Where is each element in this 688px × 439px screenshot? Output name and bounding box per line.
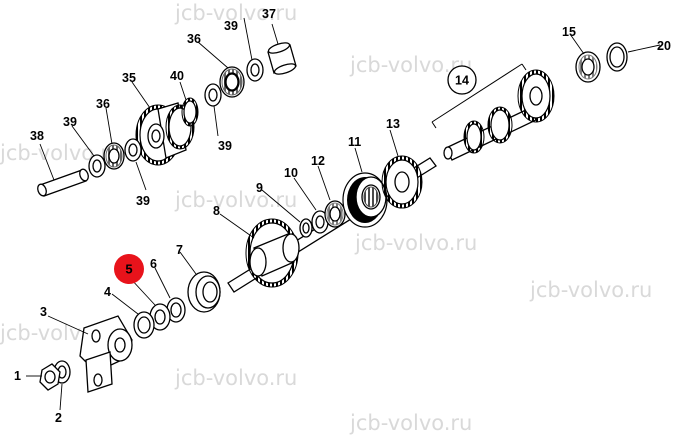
label-12[interactable]: 12 xyxy=(311,154,325,168)
selected-part-marker[interactable] xyxy=(114,254,144,284)
part-39-washer[interactable] xyxy=(124,138,142,162)
part-39-washer[interactable] xyxy=(88,154,106,178)
label-40[interactable]: 40 xyxy=(170,69,184,83)
watermark: jcb-volvo.ru xyxy=(174,188,297,212)
label-3[interactable]: 3 xyxy=(40,305,47,319)
part-9-washer[interactable] xyxy=(299,218,313,238)
part-11-synchro-hub[interactable] xyxy=(342,172,388,228)
watermark: jcb-volvo.ru xyxy=(354,231,477,255)
part-20-ring[interactable] xyxy=(606,42,628,72)
label-7[interactable]: 7 xyxy=(176,243,183,257)
label-20[interactable]: 20 xyxy=(657,39,671,53)
label-36[interactable]: 36 xyxy=(187,32,201,46)
watermark: jcb-volvo.ru xyxy=(349,411,472,435)
leader-lines xyxy=(26,17,661,411)
part-39-washer[interactable] xyxy=(204,83,222,107)
part-40-small-gear[interactable] xyxy=(181,97,199,127)
part-36-needle-bearing[interactable] xyxy=(219,66,245,98)
selected-part-label: 5 xyxy=(125,262,132,277)
part-14-output-shaft[interactable] xyxy=(443,69,555,161)
label-9[interactable]: 9 xyxy=(256,181,263,195)
label-39[interactable]: 39 xyxy=(224,19,238,33)
label-15[interactable]: 15 xyxy=(562,25,576,39)
label-2[interactable]: 2 xyxy=(55,411,62,425)
part-38-pin[interactable] xyxy=(36,168,90,197)
part-5-seal[interactable] xyxy=(149,303,171,331)
label-14: 14 xyxy=(455,74,469,88)
part-10-ring[interactable] xyxy=(311,210,329,234)
part-37-bushing[interactable] xyxy=(267,41,297,76)
label-39[interactable]: 39 xyxy=(136,194,150,208)
label-10[interactable]: 10 xyxy=(284,166,298,180)
part-6-ring[interactable] xyxy=(166,297,186,323)
watermark: jcb-volvo.ru xyxy=(174,1,297,25)
part-labels: 37 39 36 35 40 36 39 38 39 39 15 20 13 1… xyxy=(14,7,671,425)
part-1-nut[interactable] xyxy=(39,363,61,391)
part-8-gear[interactable] xyxy=(245,218,300,288)
part-13-gear[interactable] xyxy=(381,155,423,209)
watermark: jcb-volvo.ru xyxy=(174,366,297,390)
part-39-washer[interactable] xyxy=(246,58,264,82)
label-11[interactable]: 11 xyxy=(348,135,361,149)
part-3-yoke-flange[interactable] xyxy=(79,315,133,393)
label-39[interactable]: 39 xyxy=(63,115,77,129)
label-38[interactable]: 38 xyxy=(30,129,44,143)
watermark: jcb-volvo.ru xyxy=(529,278,652,302)
part-4-seal[interactable] xyxy=(133,311,155,339)
label-6[interactable]: 6 xyxy=(150,257,157,271)
label-13[interactable]: 13 xyxy=(386,117,400,131)
label-1[interactable]: 1 xyxy=(14,369,21,383)
label-35[interactable]: 35 xyxy=(122,71,136,85)
watermarks: jcb-volvo.ru jcb-volvo.ru jcb-volvo.ru j… xyxy=(0,1,652,435)
label-8[interactable]: 8 xyxy=(213,204,220,218)
part-15-bearing[interactable] xyxy=(575,51,601,83)
group-bracket xyxy=(431,63,527,129)
label-4[interactable]: 4 xyxy=(104,285,111,299)
group-14-circle xyxy=(447,65,477,95)
label-37[interactable]: 37 xyxy=(262,7,276,21)
label-36[interactable]: 36 xyxy=(96,97,110,111)
part-7-bearing[interactable] xyxy=(187,271,221,313)
label-39[interactable]: 39 xyxy=(218,139,232,153)
part-12-bearing[interactable] xyxy=(324,200,346,228)
part-36-needle-bearing[interactable] xyxy=(103,142,125,170)
